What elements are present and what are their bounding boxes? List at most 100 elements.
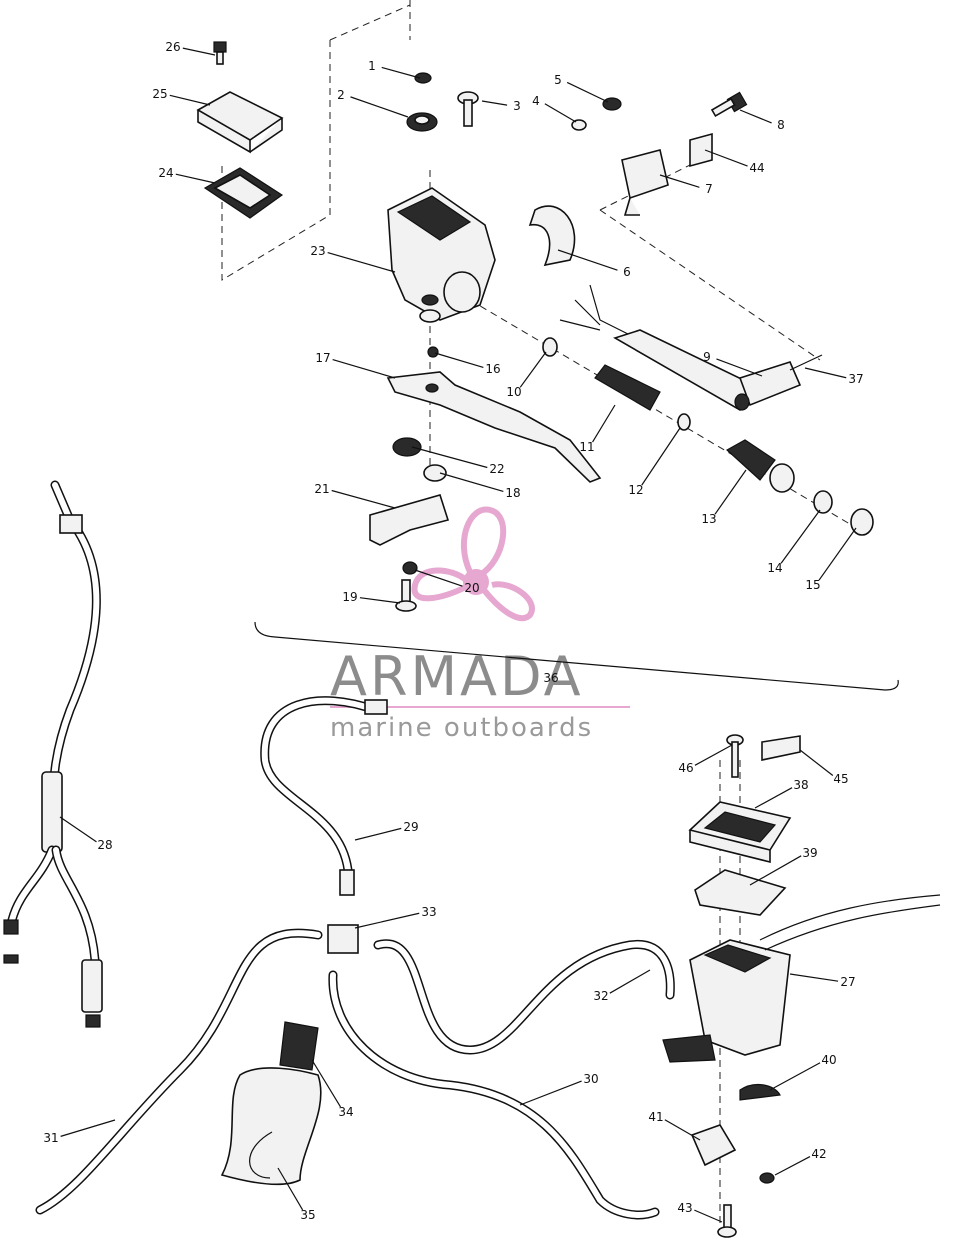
callout-leader-25 [169,94,211,106]
callout-number-4: 4 [532,94,540,108]
callout-number-36: 36 [543,671,558,685]
master-cylinder-assembly [196,41,874,612]
boot-40 [739,1083,781,1101]
callout-number-35: 35 [300,1208,315,1222]
callout-number-7: 7 [705,182,713,196]
callout-number-38: 38 [793,778,808,792]
callout-leader-12 [641,427,681,486]
bolt-3 [457,91,479,127]
lever-bracket-21 [369,494,450,546]
mount-plate-35 [220,1067,322,1186]
callout-leader-45 [799,749,834,777]
nut-5 [602,97,622,111]
decal-44 [689,132,713,168]
callout-number-17: 17 [315,351,330,365]
callout-leader-6 [557,249,618,271]
brake-lever-17 [386,371,602,483]
callout-leader-14 [780,509,821,564]
callout-leader-18 [439,472,504,492]
callout-number-40: 40 [821,1053,836,1067]
callout-number-16: 16 [485,362,500,376]
propeller-icon [411,506,535,622]
nut-42 [759,1172,775,1184]
callout-leader-20 [414,569,463,587]
callout-number-9: 9 [703,350,711,364]
nut-18 [423,464,447,482]
callout-leader-2 [350,96,409,118]
callout-leader-43 [694,1209,723,1223]
callout-leader-19 [359,597,401,604]
callout-leader-8 [739,109,772,124]
washer-14 [813,490,833,514]
callout-number-31: 31 [43,1131,58,1145]
callout-leader-4 [544,103,577,123]
callout-leader-34 [311,1059,342,1108]
callout-number-27: 27 [840,975,855,989]
callout-leader-38 [754,787,793,809]
callout-number-11: 11 [579,440,594,454]
screw-26 [213,41,227,65]
bolt-43 [717,1204,737,1238]
nut-1 [414,72,432,84]
callout-number-44: 44 [749,161,764,175]
callout-leader-29 [354,827,402,841]
callout-number-37: 37 [848,372,863,386]
callout-number-13: 13 [701,512,716,526]
brand-tagline: marine outboards [330,713,593,743]
callout-number-43: 43 [677,1201,692,1215]
bushing-16 [427,346,439,358]
callout-leader-23 [327,252,396,273]
callout-leader-40 [769,1062,821,1091]
callout-leader-11 [592,404,616,443]
callout-leader-41 [664,1119,701,1141]
brake-lines [35,696,675,1220]
callout-number-29: 29 [403,820,418,834]
callout-number-28: 28 [97,838,112,852]
bracket-41 [690,1124,737,1167]
cable-28 [3,480,103,1028]
callout-number-1: 1 [368,59,376,73]
callout-leader-17 [332,359,396,379]
assembly-guides [221,0,899,1240]
callout-number-32: 32 [593,989,608,1003]
bolt-19 [395,579,417,612]
callout-number-15: 15 [805,578,820,592]
callout-number-14: 14 [767,561,782,575]
callout-number-23: 23 [310,244,325,258]
callout-leader-16 [434,352,484,368]
spring-22 [392,437,422,457]
callout-number-6: 6 [623,265,631,279]
washer-12 [677,413,691,431]
callout-leader-22 [411,446,488,469]
callout-number-19: 19 [342,590,357,604]
callout-leader-37 [804,367,847,379]
callout-leader-26 [182,47,216,56]
switch-bracket-7 [621,149,669,216]
callout-leader-24 [175,173,216,184]
callout-number-30: 30 [583,1072,598,1086]
callout-number-18: 18 [505,486,520,500]
callout-leader-21 [331,489,396,509]
washer-15 [850,508,874,536]
callout-leader-10 [519,351,547,388]
junction-block-33 [327,924,359,954]
stop-switch-9 [559,284,823,412]
callout-number-42: 42 [811,1147,826,1161]
screw-46 [726,734,744,778]
washer-4 [571,119,587,131]
callout-leader-30 [519,1080,582,1106]
callout-leader-33 [354,912,420,929]
callout-number-2: 2 [337,88,345,102]
callout-leader-5 [566,81,609,103]
callout-leader-31 [60,1119,116,1137]
callout-number-20: 20 [464,581,479,595]
callout-number-25: 25 [152,87,167,101]
callout-number-41: 41 [648,1110,663,1124]
callout-number-39: 39 [802,846,817,860]
callout-leader-28 [59,816,97,843]
reservoir-cap-25 [196,91,284,154]
armada-logo: ARMADA marine outboards [330,506,630,743]
callout-leader-44 [704,149,748,167]
screw-8 [710,91,748,118]
